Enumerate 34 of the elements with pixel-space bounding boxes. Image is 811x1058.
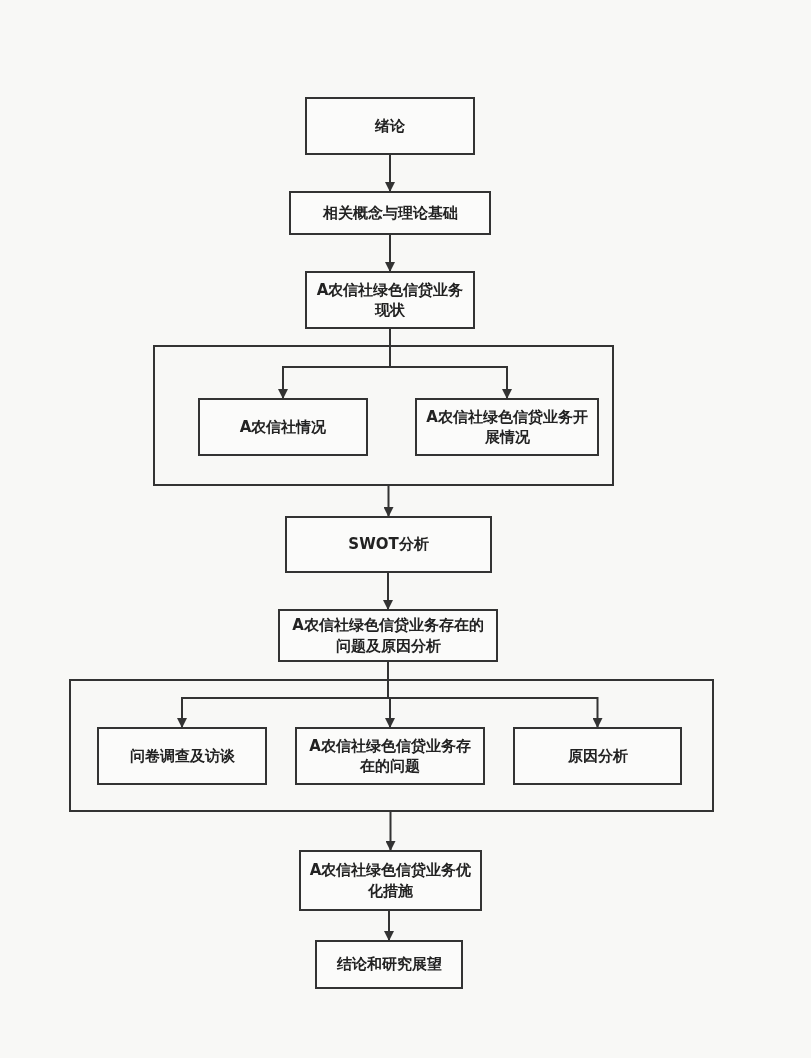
process-box <box>285 516 492 573</box>
node-text: A农信社绿色信贷业务现状 <box>315 279 465 321</box>
node-text: A农信社绿色信贷业务存在的问题 <box>308 735 472 777</box>
process-box <box>513 727 682 785</box>
process-box <box>198 398 368 456</box>
process-box <box>289 191 491 235</box>
arrow <box>387 661 603 728</box>
process-box <box>97 727 267 785</box>
node-text: A农信社绿色信贷业务存在的问题及原因分析 <box>291 615 485 656</box>
process-box <box>295 727 485 785</box>
group-frame <box>153 345 614 486</box>
node-text: SWOT分析 <box>347 534 430 555</box>
arrow <box>383 485 394 517</box>
arrow <box>385 811 396 851</box>
node-text: A农信社绿色信贷业务优化措施 <box>308 860 473 901</box>
process-box <box>278 609 498 662</box>
process-box <box>305 271 475 329</box>
node-text: 原因分析 <box>566 745 629 767</box>
process-box <box>415 398 599 456</box>
arrow <box>385 234 395 272</box>
node-text: 结论和研究展望 <box>335 954 443 975</box>
node-text: 相关概念与理论基础 <box>321 202 459 224</box>
arrow <box>389 328 512 399</box>
node-text: 问卷调查及访谈 <box>128 745 236 767</box>
process-box <box>305 97 475 155</box>
process-box <box>315 940 463 989</box>
node-text: 绪论 <box>374 115 406 137</box>
group-frame <box>69 679 714 812</box>
process-box <box>299 850 482 911</box>
node-text: A农信社情况 <box>238 416 328 438</box>
arrow <box>383 572 393 610</box>
node-text: A农信社绿色信贷业务开展情况 <box>425 406 589 448</box>
arrow <box>384 910 394 941</box>
arrow <box>385 154 395 192</box>
